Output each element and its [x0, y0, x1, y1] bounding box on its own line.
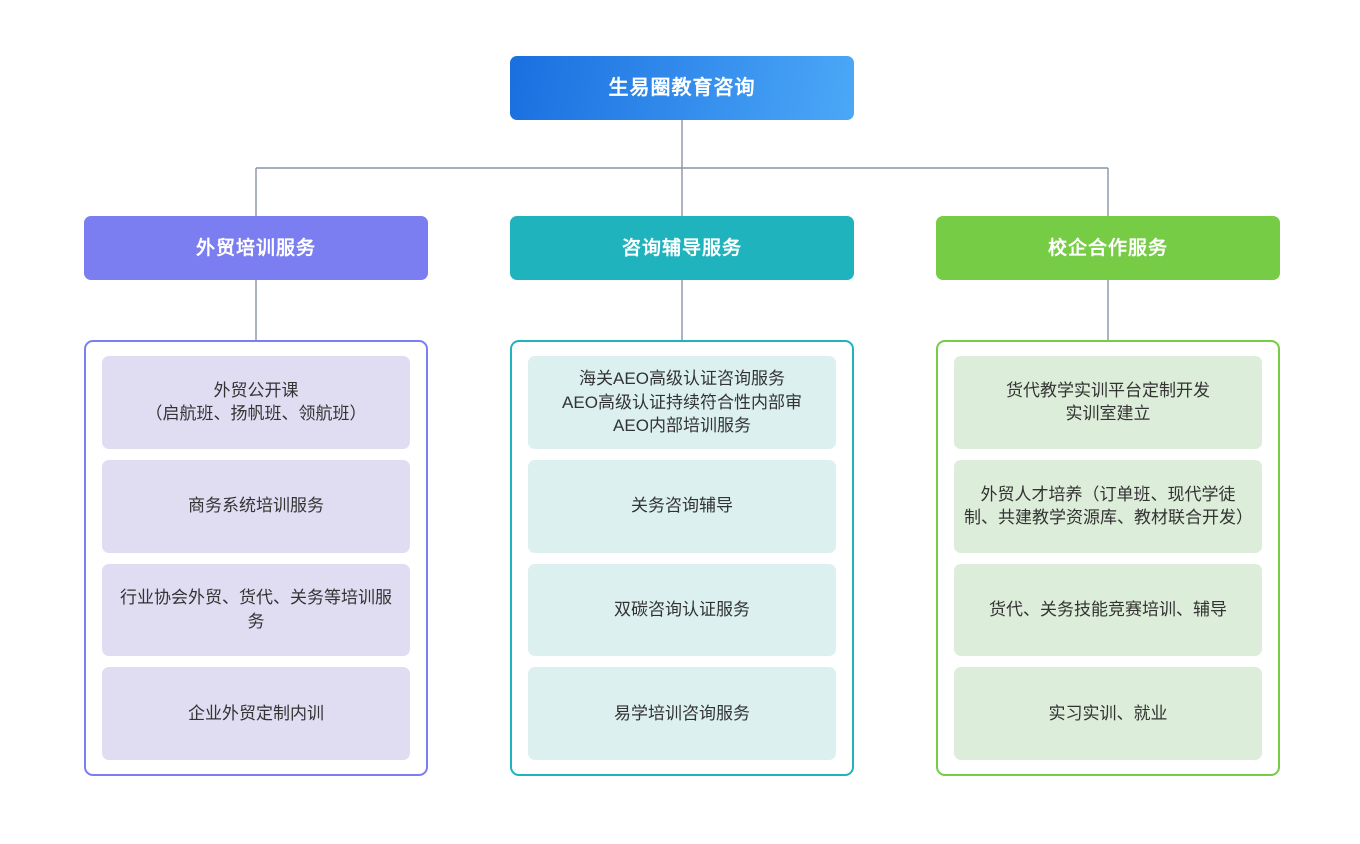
- service-item-label: 双碳咨询认证服务: [614, 600, 750, 620]
- service-item[interactable]: 双碳咨询认证服务: [528, 563, 836, 657]
- service-item[interactable]: 易学培训咨询服务: [528, 667, 836, 760]
- service-item-label: 货代、关务技能竞赛培训、辅导: [989, 600, 1227, 620]
- service-item[interactable]: 关务咨询辅导: [528, 459, 836, 553]
- service-item[interactable]: 实习实训、就业: [954, 667, 1262, 760]
- category-header-label: 外贸培训服务: [195, 237, 316, 259]
- service-item-label: 行业协会外贸、货代、关务等培训服务: [120, 588, 392, 631]
- service-item[interactable]: 外贸公开课 （启航班、扬帆班、领航班）: [102, 356, 410, 449]
- service-item-label: 实习实训、就业: [1048, 703, 1168, 723]
- service-item-label: 海关AEO高级认证咨询服务 AEO高级认证持续符合性内部审 AEO内部培训服务: [562, 369, 802, 436]
- root-node[interactable]: 生易圈教育咨询: [510, 56, 854, 120]
- root-node-label: 生易圈教育咨询: [608, 77, 756, 99]
- service-item[interactable]: 行业协会外贸、货代、关务等培训服务: [102, 563, 410, 657]
- service-item[interactable]: 企业外贸定制内训: [102, 667, 410, 760]
- service-group-school-enterprise: 货代教学实训平台定制开发 实训室建立 外贸人才培养（订单班、现代学徒制、共建教学…: [936, 340, 1280, 776]
- service-item-label: 外贸公开课 （启航班、扬帆班、领航班）: [145, 380, 367, 424]
- service-group-training: 外贸公开课 （启航班、扬帆班、领航班） 商务系统培训服务 行业协会外贸、货代、关…: [84, 340, 428, 776]
- service-item[interactable]: 货代、关务技能竞赛培训、辅导: [954, 563, 1262, 657]
- service-item[interactable]: 外贸人才培养（订单班、现代学徒制、共建教学资源库、教材联合开发）: [954, 459, 1262, 553]
- service-item-label: 货代教学实训平台定制开发 实训室建立: [1006, 380, 1210, 424]
- service-item[interactable]: 商务系统培训服务: [102, 459, 410, 553]
- category-header-training[interactable]: 外贸培训服务: [84, 216, 428, 280]
- service-item-label: 外贸人才培养（订单班、现代学徒制、共建教学资源库、教材联合开发）: [964, 484, 1253, 528]
- service-item[interactable]: 货代教学实训平台定制开发 实训室建立: [954, 356, 1262, 449]
- service-item-label: 关务咨询辅导: [631, 496, 733, 516]
- category-header-consulting[interactable]: 咨询辅导服务: [510, 216, 854, 280]
- category-header-school-enterprise[interactable]: 校企合作服务: [936, 216, 1280, 280]
- category-header-label: 校企合作服务: [1047, 237, 1168, 259]
- service-item[interactable]: 海关AEO高级认证咨询服务 AEO高级认证持续符合性内部审 AEO内部培训服务: [528, 356, 836, 449]
- category-header-label: 咨询辅导服务: [621, 237, 742, 259]
- service-item-label: 商务系统培训服务: [188, 496, 324, 516]
- service-item-label: 企业外贸定制内训: [188, 703, 324, 723]
- service-group-consulting: 海关AEO高级认证咨询服务 AEO高级认证持续符合性内部审 AEO内部培训服务 …: [510, 340, 854, 776]
- service-item-label: 易学培训咨询服务: [614, 703, 750, 723]
